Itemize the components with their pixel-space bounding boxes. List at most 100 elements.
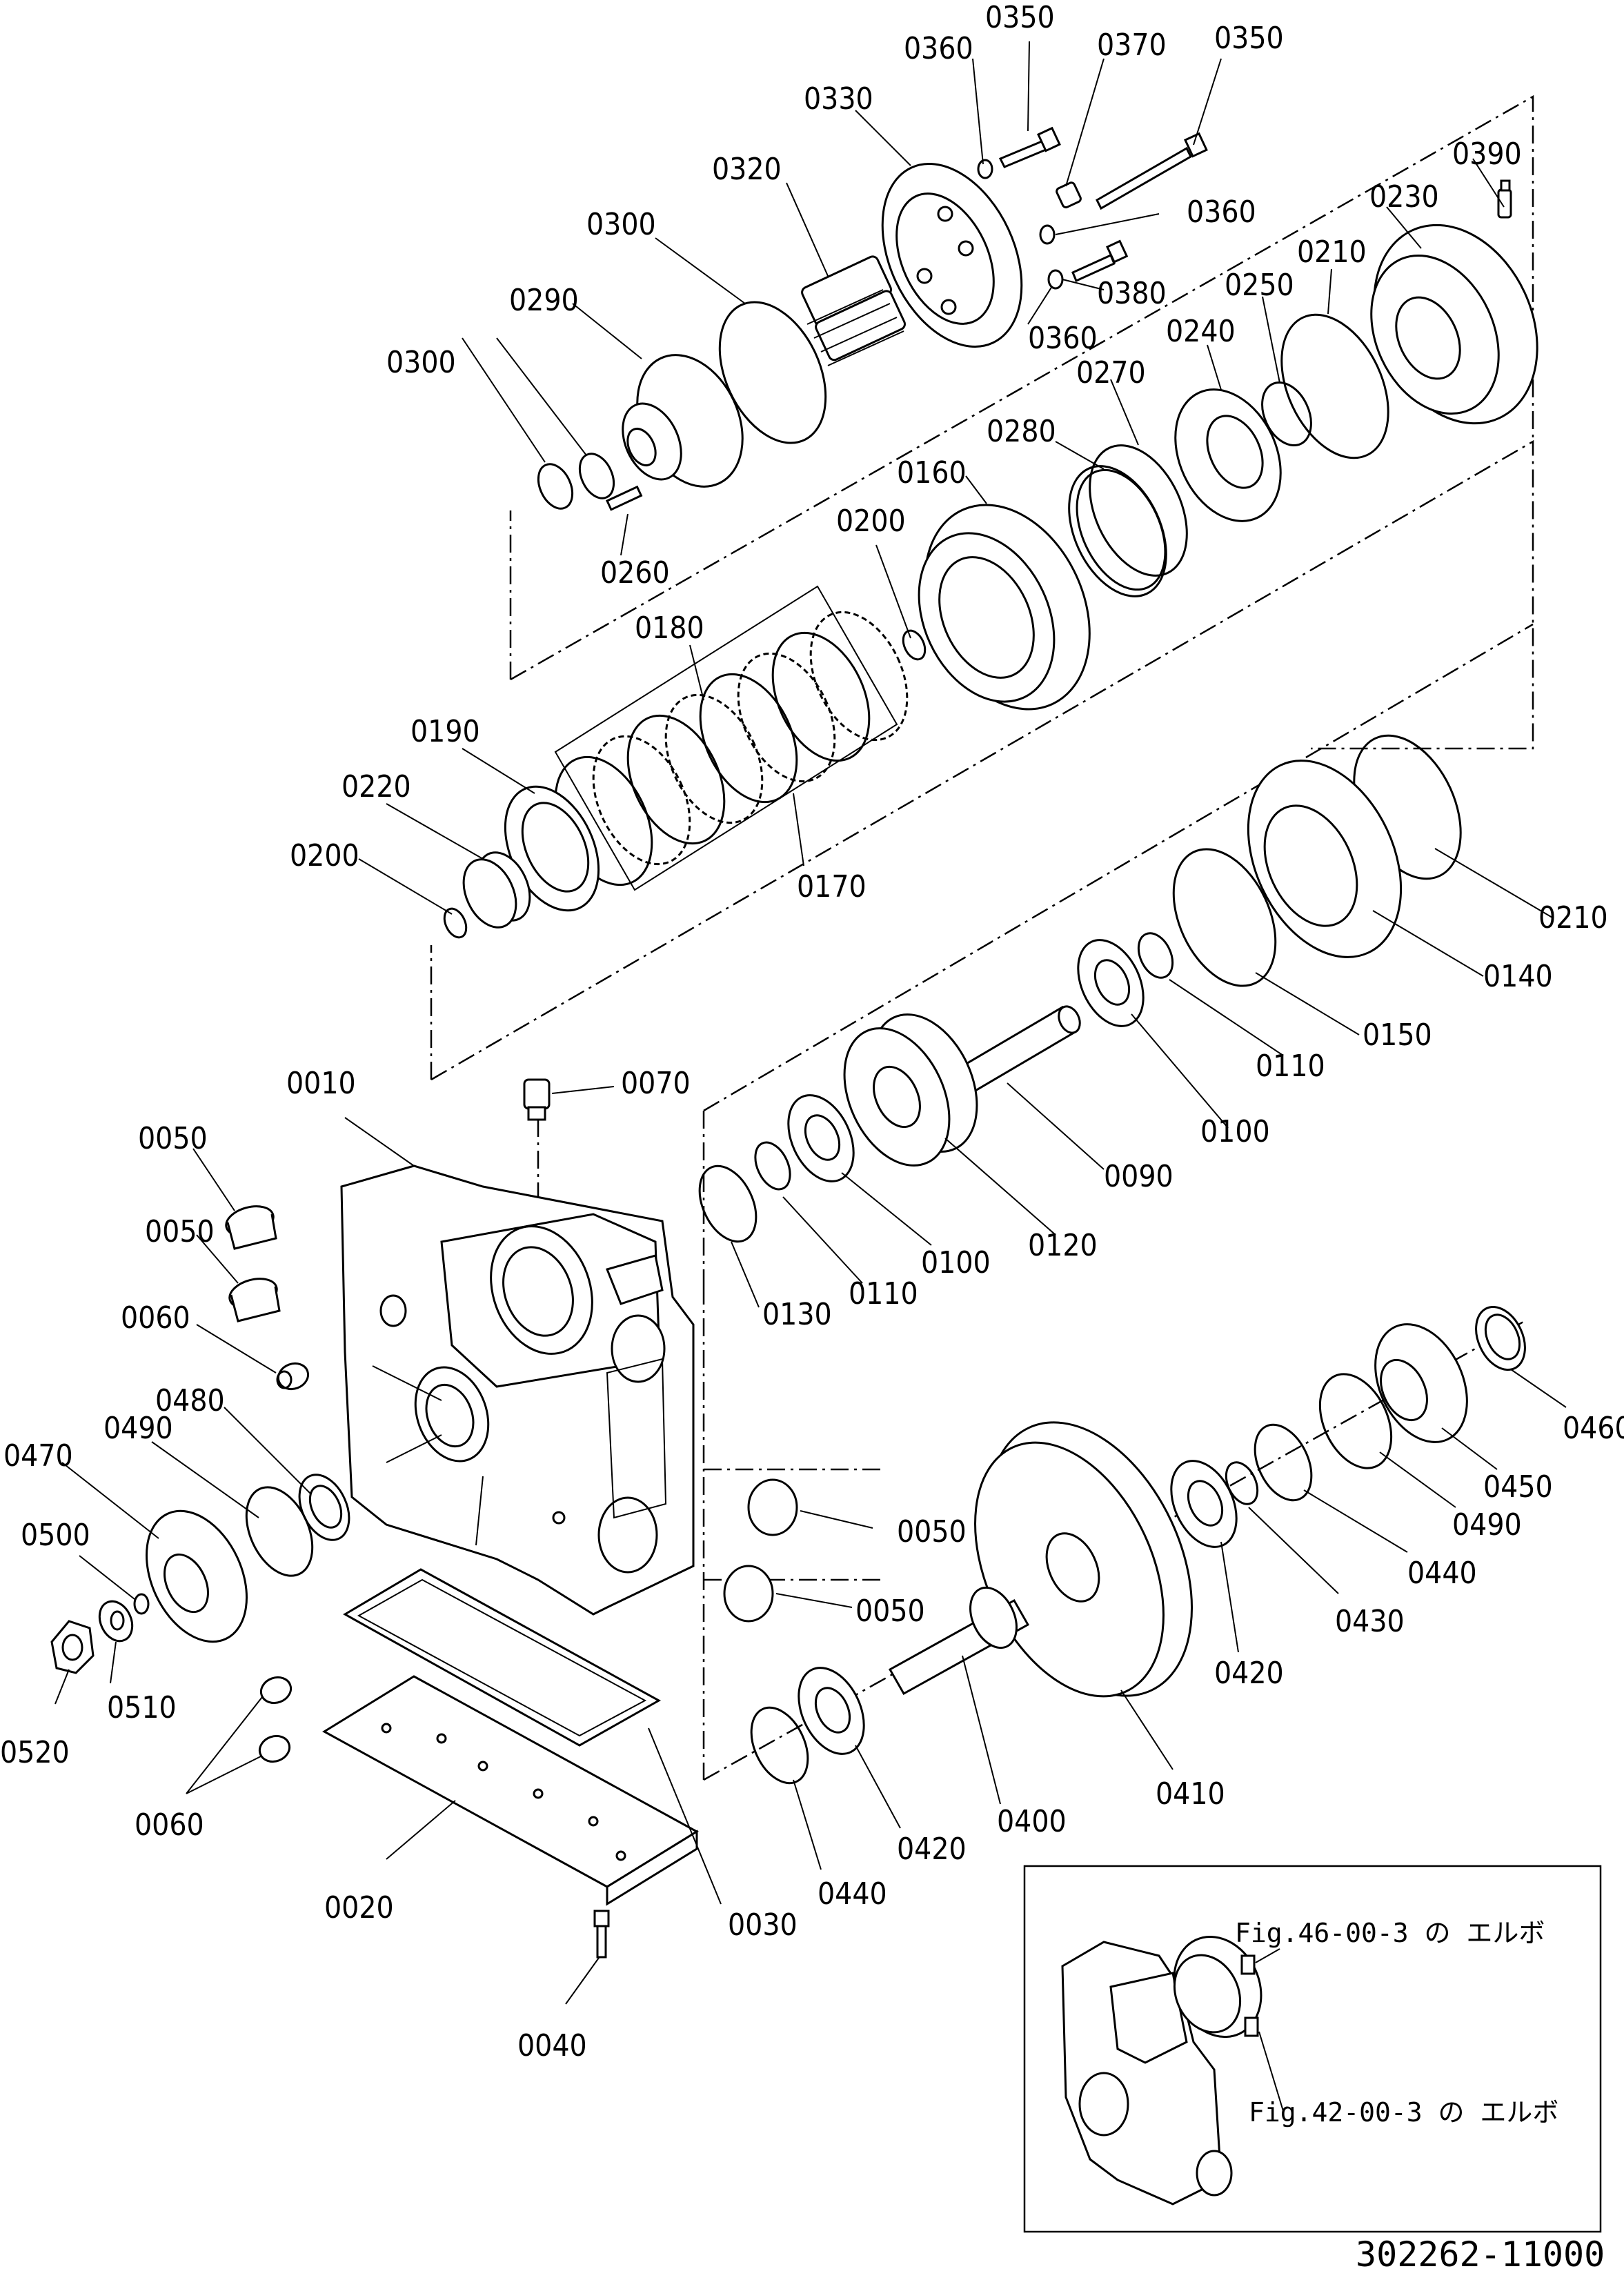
part-0110-snapring-lower — [754, 1141, 791, 1191]
label-0100-upper: 0100 — [1200, 1114, 1270, 1149]
part-0460-seal — [1475, 1305, 1526, 1371]
label-0210-top: 0210 — [1297, 235, 1367, 270]
label-0210-low: 0210 — [1538, 900, 1608, 935]
label-0240: 0240 — [1166, 314, 1236, 349]
part-0450-flange — [1374, 1323, 1468, 1443]
part-0390-breather — [1497, 179, 1512, 219]
part-0400-pinion-shaft — [888, 1586, 1030, 1696]
inset-callout-lower: Fig.42-00-3 の エルボ — [1249, 2097, 1558, 2128]
label-0100-lower: 0100 — [921, 1245, 991, 1280]
part-0040-bolt — [593, 1910, 610, 1959]
label-0280: 0280 — [987, 414, 1056, 449]
inset-detail: Fig.46-00-3 の エルボ Fig.42-00-3 の エルボ — [1023, 1865, 1602, 2233]
label-0020: 0020 — [324, 1890, 394, 1925]
label-0500: 0500 — [21, 1518, 90, 1553]
label-0160: 0160 — [897, 455, 967, 490]
label-0120: 0120 — [1028, 1228, 1098, 1263]
part-0440-snapring-left — [750, 1706, 809, 1785]
inset-assembly-sketch — [1061, 1935, 1262, 2205]
part-0130-snapring — [698, 1164, 757, 1243]
label-0150: 0150 — [1363, 1018, 1432, 1053]
part-0090-shaft — [943, 1005, 1081, 1102]
label-0050-c: 0050 — [897, 1514, 967, 1549]
label-0050-a: 0050 — [138, 1121, 208, 1156]
label-0030: 0030 — [728, 1907, 798, 1943]
label-0060-lower: 0060 — [135, 1807, 204, 1843]
part-0190-end-plate — [504, 785, 600, 912]
label-0440-right: 0440 — [1407, 1556, 1477, 1591]
part-0120-gear — [843, 1013, 978, 1167]
part-0380-plug — [1056, 181, 1082, 209]
part-0140-cover — [1247, 760, 1403, 958]
part-0370-bolt — [1071, 239, 1129, 283]
part-0110-snapring — [1137, 932, 1174, 979]
label-0470: 0470 — [3, 1438, 73, 1474]
part-0490-seal-left — [245, 1486, 314, 1577]
label-0110-lower: 0110 — [849, 1276, 918, 1311]
label-0260: 0260 — [600, 555, 670, 591]
part-0310-oring — [718, 301, 827, 444]
label-0250: 0250 — [1225, 268, 1294, 303]
label-0480: 0480 — [155, 1383, 225, 1418]
label-0360-top: 0360 — [904, 31, 973, 66]
part-0300-orings — [537, 453, 615, 510]
part-0320-springs — [801, 255, 906, 366]
label-0090: 0090 — [1104, 1159, 1174, 1194]
part-0200-snapring-lower — [443, 907, 468, 939]
part-labels: 0350 0360 0370 0350 0330 0390 0320 0230 … — [0, 0, 1624, 2063]
part-0470-flange — [145, 1509, 248, 1643]
label-0270: 0270 — [1076, 355, 1146, 390]
label-0420-right: 0420 — [1214, 1656, 1284, 1691]
part-0490-seal-right — [1318, 1373, 1393, 1469]
label-0440-left: 0440 — [818, 1876, 887, 1912]
part-0520-nut — [50, 1620, 95, 1674]
inset-callout-upper: Fig.46-00-3 の エルボ — [1235, 1918, 1545, 1948]
label-0230: 0230 — [1369, 179, 1439, 215]
label-0490-left: 0490 — [103, 1411, 173, 1446]
label-0300: 0300 — [386, 345, 456, 380]
label-0360-mid: 0360 — [1187, 195, 1256, 230]
part-0230-housing — [1370, 224, 1538, 425]
part-0050-plugs-left — [225, 1205, 281, 1322]
part-0060-plugs-lower — [258, 1676, 293, 1763]
part-0070-plug — [523, 1078, 551, 1121]
part-0350-long-bolt — [1096, 132, 1208, 210]
part-0330-retainer-plate — [881, 163, 1023, 348]
label-0190: 0190 — [410, 714, 480, 749]
part-0280-seal-ring — [1068, 465, 1167, 597]
label-0180: 0180 — [635, 611, 704, 646]
label-0410: 0410 — [1156, 1776, 1225, 1812]
label-0520: 0520 — [0, 1735, 70, 1770]
label-0170: 0170 — [797, 869, 867, 904]
part-0440-snapring-right — [1254, 1423, 1313, 1502]
part-0290-piston — [622, 354, 744, 488]
label-0200-top: 0200 — [836, 504, 906, 539]
part-0260-pin — [606, 485, 643, 511]
part-0100-bearing-lower — [787, 1094, 855, 1182]
part-0210-oring-upper — [1280, 313, 1389, 459]
label-0400: 0400 — [997, 1804, 1067, 1839]
part-0220-hub — [462, 851, 531, 929]
label-0050-d: 0050 — [855, 1594, 925, 1629]
label-0310: 0300 — [586, 207, 656, 242]
part-0150-oring — [1172, 848, 1277, 987]
drawing-number: 302262-11000 — [1356, 2234, 1605, 2274]
part-0160-clutch-drum — [918, 504, 1091, 711]
label-0460: 0460 — [1563, 1411, 1624, 1446]
label-0050-b: 0050 — [145, 1214, 215, 1249]
label-0110-upper: 0110 — [1256, 1049, 1325, 1084]
part-0410-ring-gear — [974, 1421, 1194, 1698]
label-0390: 0390 — [1452, 137, 1522, 172]
part-0010-gear-case — [340, 1164, 695, 1616]
label-0430: 0430 — [1335, 1604, 1405, 1639]
part-0420-bearing-right — [1170, 1460, 1238, 1548]
label-0510: 0510 — [107, 1690, 177, 1725]
label-0200-low: 0200 — [290, 838, 359, 873]
label-0330: 0330 — [804, 81, 873, 117]
label-0130: 0130 — [762, 1297, 832, 1332]
label-0450: 0450 — [1483, 1469, 1553, 1505]
part-0510-washer — [98, 1600, 134, 1643]
part-0060-plug-upper — [276, 1362, 310, 1391]
label-0060-upper: 0060 — [121, 1300, 190, 1336]
